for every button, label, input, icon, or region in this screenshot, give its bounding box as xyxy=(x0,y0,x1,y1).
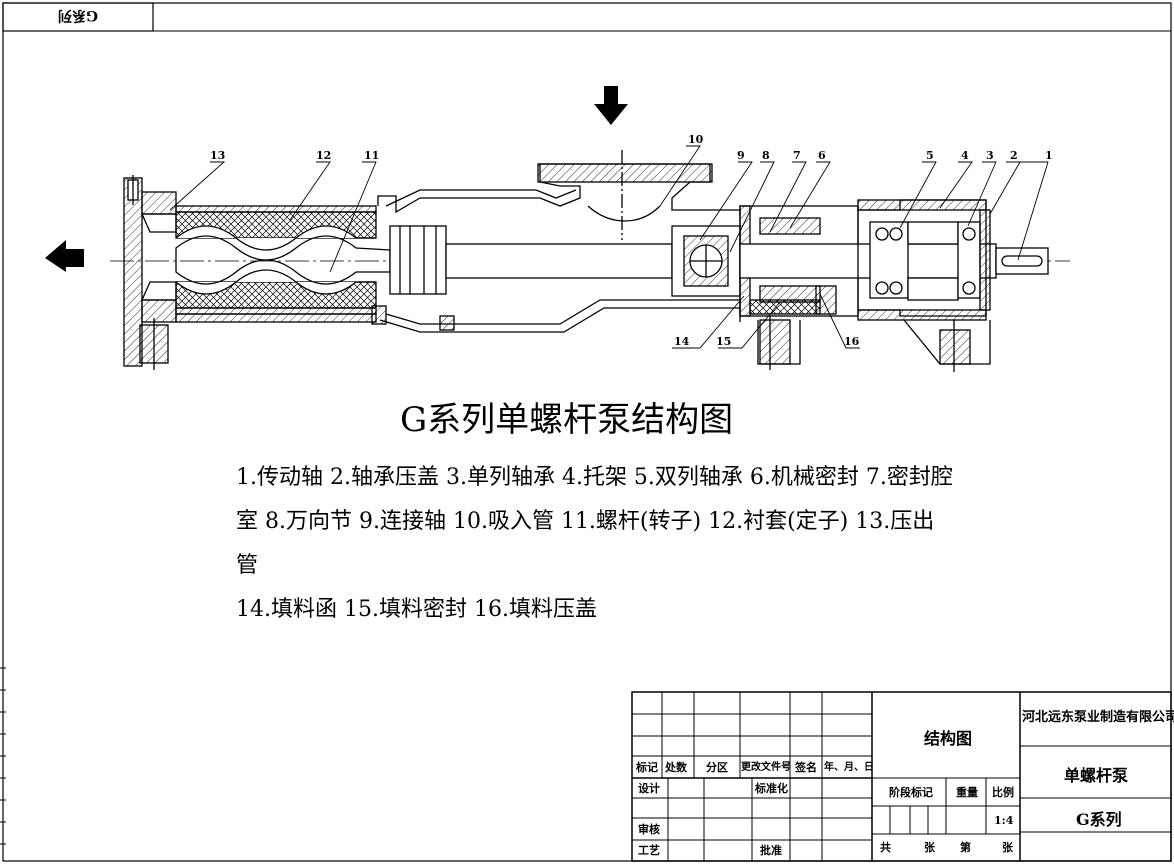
part-6: 6 xyxy=(818,149,826,162)
tb-sheets: 张 xyxy=(924,841,935,854)
tb-approve: 批准 xyxy=(760,844,782,857)
part-2: 2 xyxy=(1010,149,1018,162)
part-15: 15 xyxy=(716,335,731,348)
drive-shaft xyxy=(739,243,997,279)
part-4: 4 xyxy=(961,149,969,162)
tb-stage: 阶段标记 xyxy=(889,786,933,799)
discharge-flange xyxy=(123,177,143,367)
outlet-flow-arrow xyxy=(45,240,84,272)
tb-docno: 更改文件号 xyxy=(741,762,791,773)
tb-company: 河北远东泵业制造有限公司 xyxy=(1022,710,1174,725)
corner-label-box xyxy=(2,2,154,32)
tb-scale-label: 比例 xyxy=(992,786,1014,799)
part-12: 12 xyxy=(316,149,331,162)
tb-review: 审核 xyxy=(638,823,660,836)
rotor-coupling xyxy=(389,225,447,295)
part-9: 9 xyxy=(737,149,745,162)
tb-count: 处数 xyxy=(665,761,687,774)
tb-product: 单螺杆泵 xyxy=(1064,766,1129,785)
corner-series-label: G系列 xyxy=(58,7,98,23)
tb-date: 年、月、日 xyxy=(824,762,874,773)
connecting-shaft xyxy=(445,243,673,279)
pump-body xyxy=(123,150,1049,372)
drawing-title: G系列单螺杆泵结构图 xyxy=(400,400,734,440)
parts-legend: 1.传动轴 2.轴承压盖 3.单列轴承 4.托架 5.双列轴承 6.机械密封 7… xyxy=(236,456,976,632)
tb-drawing-name: 结构图 xyxy=(924,729,973,748)
single-row-bearing xyxy=(957,221,981,299)
part-11: 11 xyxy=(364,149,379,162)
part-14: 14 xyxy=(674,335,690,348)
margin-ticks xyxy=(0,667,6,845)
part-number-labels: 1 2 3 4 5 6 7 8 9 10 11 12 13 14 15 16 xyxy=(210,133,1053,348)
tb-process: 工艺 xyxy=(638,844,660,857)
part-5: 5 xyxy=(926,149,934,162)
tb-design: 设计 xyxy=(638,782,660,795)
legend-line-2: 室 8.万向节 9.连接轴 10.吸入管 11.螺杆(转子) 12.衬套(定子)… xyxy=(236,509,935,534)
part-3: 3 xyxy=(986,149,994,162)
legend-line-3: 管 xyxy=(236,553,259,578)
tb-mark: 标记 xyxy=(636,761,658,774)
tb-zone: 分区 xyxy=(706,761,728,774)
part-1: 1 xyxy=(1045,149,1053,162)
tb-series: G系列 xyxy=(1076,810,1122,829)
tb-scale-value: 1:4 xyxy=(994,814,1014,827)
tb-total: 共 xyxy=(880,841,891,854)
part-16: 16 xyxy=(844,335,860,348)
inlet-flow-arrow xyxy=(594,86,628,125)
tb-nth: 第 xyxy=(960,841,971,854)
part-7: 7 xyxy=(793,149,801,162)
title-block-grid xyxy=(631,691,1172,862)
tb-sheet: 张 xyxy=(1002,841,1013,854)
inlet-flange xyxy=(537,163,713,183)
bearing-cover xyxy=(979,209,991,311)
tb-sign: 签名 xyxy=(795,761,817,774)
legend-line-1: 1.传动轴 2.轴承压盖 3.单列轴承 4.托架 5.双列轴承 6.机械密封 7… xyxy=(236,465,953,490)
part-leaders xyxy=(169,145,1049,349)
part-13: 13 xyxy=(210,149,225,162)
tb-standard: 标准化 xyxy=(755,782,788,795)
tb-weight: 重量 xyxy=(956,786,978,799)
legend-line-4: 14.填料函 15.填料密封 16.填料压盖 xyxy=(236,597,597,622)
suction-casing xyxy=(377,163,741,216)
part-8: 8 xyxy=(762,149,770,162)
part-10: 10 xyxy=(688,133,704,146)
